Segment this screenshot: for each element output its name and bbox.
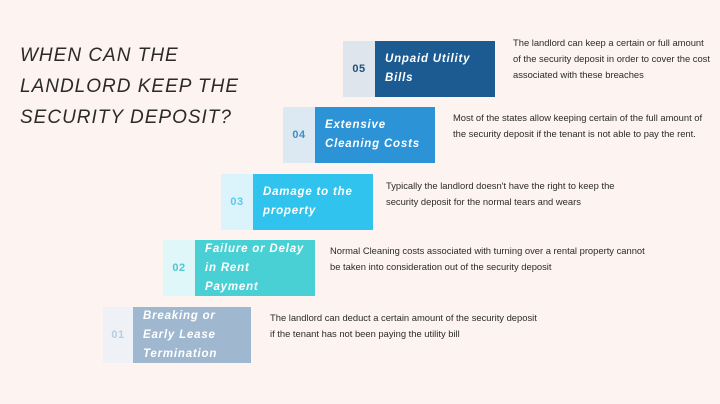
step-description: The landlord can deduct a certain amount…	[270, 312, 537, 339]
step-description: Typically the landlord doesn't have the …	[386, 180, 615, 207]
page-title: WHEN CAN THE LANDLORD KEEP THE SECURITY …	[20, 45, 240, 128]
step-04: 04 Extensive Cleaning Costs	[283, 107, 435, 163]
step-number: 02	[163, 240, 195, 296]
step-02: 02 Failure or Delay in Rent Payment	[163, 240, 315, 296]
step-01: 01 Breaking or Early Lease Termination	[103, 307, 251, 363]
step-label: Damage to the property	[253, 174, 373, 230]
step-label: Failure or Delay in Rent Payment	[195, 240, 315, 296]
step-number: 05	[343, 41, 375, 97]
step-description: Normal Cleaning costs associated with tu…	[330, 245, 645, 272]
step-number: 04	[283, 107, 315, 163]
step-number: 03	[221, 174, 253, 230]
step-label: Breaking or Early Lease Termination	[133, 307, 251, 363]
step-05: 05 Unpaid Utility Bills	[343, 41, 495, 97]
step-number: 01	[103, 307, 133, 363]
step-description: Most of the states allow keeping certain…	[453, 112, 703, 139]
step-description: The landlord can keep a certain or full …	[513, 37, 710, 80]
step-label: Unpaid Utility Bills	[375, 41, 495, 97]
step-label: Extensive Cleaning Costs	[315, 107, 435, 163]
step-03: 03 Damage to the property	[221, 174, 373, 230]
